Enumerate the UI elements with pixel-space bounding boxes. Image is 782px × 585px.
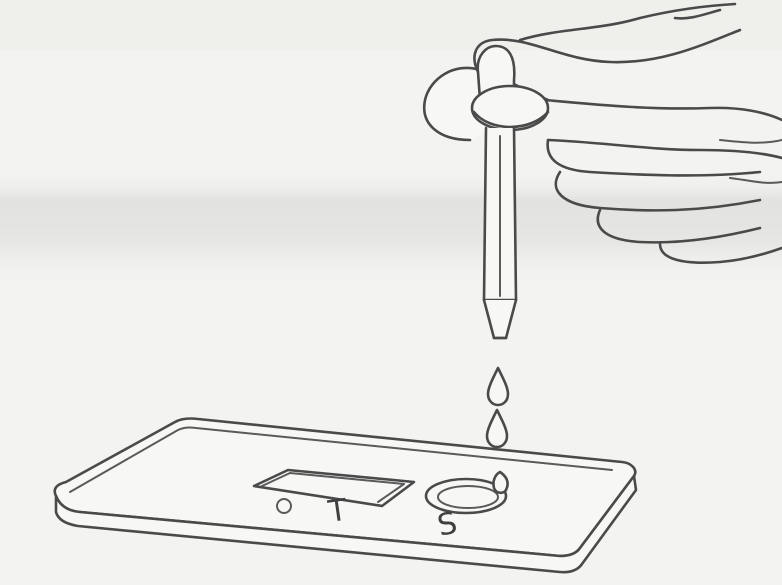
scan-shading-band [0,170,782,290]
sample-well-droplet [493,472,507,493]
faded-header-strip [0,0,782,50]
dropper-flange [472,86,548,130]
